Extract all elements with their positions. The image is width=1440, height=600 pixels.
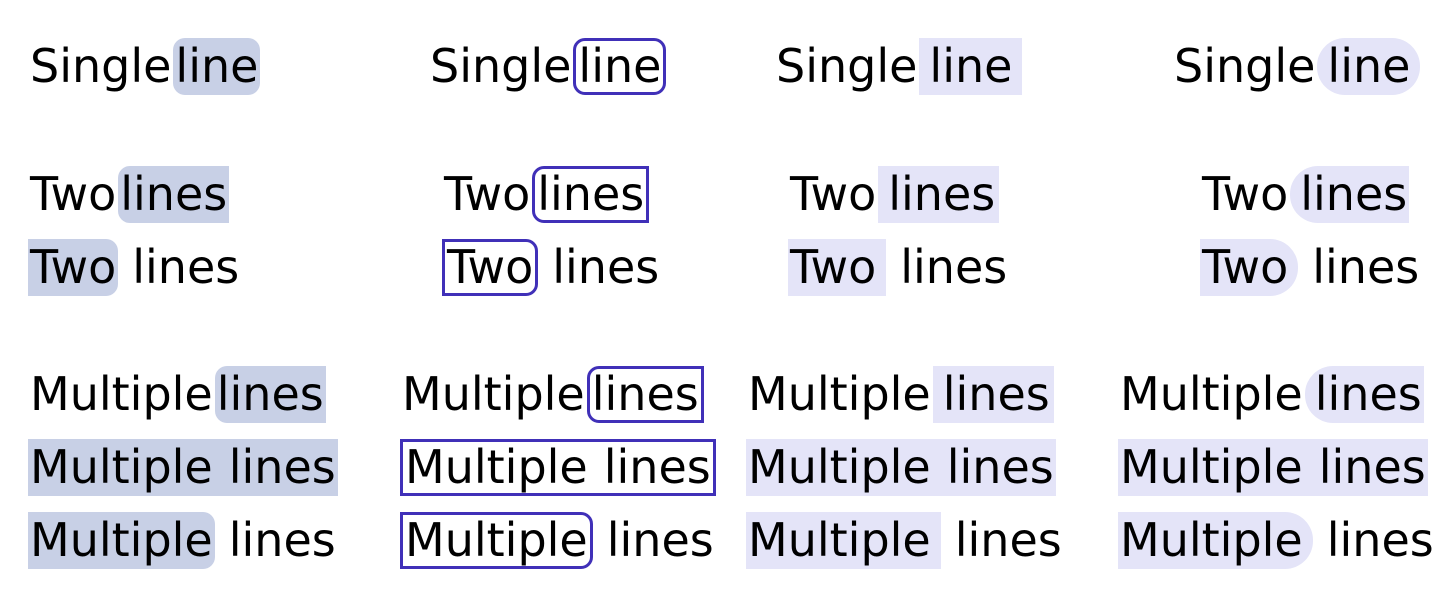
col-c-multi-row1: Multiple lines	[746, 366, 1054, 423]
col-a-two-lines-row1: Two lines	[28, 166, 230, 223]
col-c-single-line: Single line	[774, 38, 1023, 95]
col-b-single-line: Single line	[428, 38, 667, 95]
highlight-lines: lines	[214, 366, 326, 423]
word-two: Two	[30, 167, 117, 221]
highlight-multiple: Multiple	[748, 440, 931, 494]
col-d-multi-row1: Multiple lines	[1118, 366, 1424, 423]
word-single: Single	[430, 39, 572, 93]
pill-multiple: Multiple	[1120, 440, 1303, 494]
outline-lines: lines	[586, 366, 704, 423]
col-c-multi-row2: Multiple lines	[746, 439, 1056, 496]
highlight-lines: lines	[118, 166, 230, 223]
pill-lines: lines	[1304, 366, 1424, 423]
col-c-multi-row3: Multiple lines	[746, 512, 1064, 569]
col-d-multi-row2: Multiple lines	[1118, 439, 1428, 496]
pill-lines: lines	[1290, 166, 1410, 223]
word-single: Single	[776, 39, 918, 93]
word-two: Two	[790, 167, 877, 221]
word-multiple: Multiple	[748, 367, 931, 421]
col-b-two-lines-row2: Two lines	[442, 239, 661, 296]
col-d-two-lines-row2: Two lines	[1200, 239, 1421, 296]
highlight-multiple: Multiple	[30, 440, 213, 494]
col-b-two-lines-row1: Two lines	[442, 166, 650, 223]
highlight-lines: lines	[932, 366, 1054, 423]
highlight-two: Two	[28, 239, 119, 296]
word-lines: lines	[900, 240, 1008, 294]
word-two: Two	[1202, 167, 1289, 221]
word-multiple: Multiple	[30, 367, 213, 421]
outline-line: line	[573, 38, 667, 95]
pill-line: line	[1317, 38, 1421, 95]
highlight-multiple: Multiple	[746, 512, 941, 569]
outline-lines: lines	[532, 166, 650, 223]
col-b-multi-row1: Multiple lines	[400, 366, 704, 423]
word-lines: lines	[606, 513, 714, 567]
word-single: Single	[30, 39, 172, 93]
col-a-multi-row2: Multiple lines	[28, 439, 338, 496]
highlight-line: line	[919, 38, 1023, 95]
col-a-two-lines-row2: Two lines	[28, 239, 241, 296]
col-a-multi-row3: Multiple lines	[28, 512, 338, 569]
outline-two: Two	[442, 239, 539, 296]
col-c-two-lines-row1: Two lines	[788, 166, 1000, 223]
highlight-two: Two	[788, 239, 887, 296]
word-lines: lines	[1326, 513, 1434, 567]
highlight-lines: lines	[228, 440, 336, 494]
col-b-multi-row3: Multiple lines	[400, 512, 716, 569]
outline-multiple: Multiple	[405, 440, 588, 494]
highlight-lines: lines	[878, 166, 1000, 223]
col-d-single-line: Single line	[1172, 38, 1421, 95]
col-a-single-line: Single line	[28, 38, 261, 95]
col-c-two-lines-row2: Two lines	[788, 239, 1009, 296]
col-d-multi-row3: Multiple lines	[1118, 512, 1436, 569]
col-b-multi-row2: Multiple lines	[400, 439, 716, 496]
word-multiple: Multiple	[1120, 367, 1303, 421]
col-d-two-lines-row1: Two lines	[1200, 166, 1410, 223]
pill-two: Two	[1200, 239, 1299, 296]
highlight-multiple: Multiple	[28, 512, 215, 569]
outline-lines: lines	[603, 440, 711, 494]
highlight-lines: lines	[946, 440, 1054, 494]
word-lines: lines	[954, 513, 1062, 567]
word-single: Single	[1174, 39, 1316, 93]
highlight-line: line	[173, 38, 261, 95]
word-lines: lines	[228, 513, 336, 567]
word-lines: lines	[1312, 240, 1420, 294]
pill-lines: lines	[1318, 440, 1426, 494]
word-lines: lines	[552, 240, 660, 294]
pill-multiple: Multiple	[1118, 512, 1313, 569]
word-two: Two	[444, 167, 531, 221]
outline-multiple: Multiple	[400, 512, 593, 569]
word-multiple: Multiple	[402, 367, 585, 421]
word-lines: lines	[132, 240, 240, 294]
col-a-multi-row1: Multiple lines	[28, 366, 326, 423]
